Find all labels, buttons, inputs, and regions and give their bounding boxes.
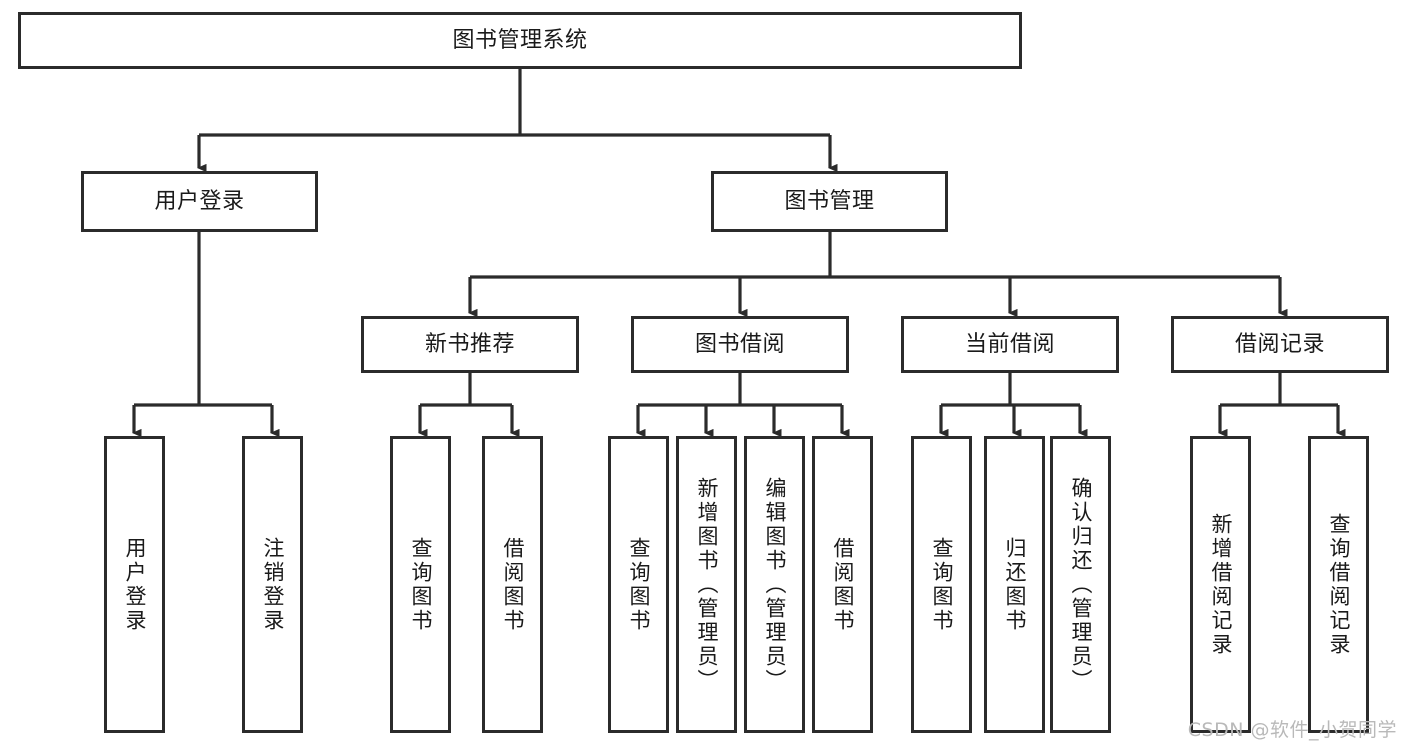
node-leaf-query-book-3[interactable]: 查询图书 (911, 436, 972, 733)
node-leaf-query-book-1-label: 查询图书 (409, 536, 433, 633)
node-leaf-query-book-2[interactable]: 查询图书 (608, 436, 669, 733)
node-current-borrow-label: 当前借阅 (964, 331, 1055, 357)
node-leaf-edit-book-label: 编辑图书（管理员） (763, 476, 787, 693)
node-leaf-confirm-return[interactable]: 确认归还（管理员） (1050, 436, 1111, 733)
node-leaf-user-logout[interactable]: 注销登录 (242, 436, 303, 733)
node-leaf-add-book-label: 新增图书（管理员） (695, 476, 719, 693)
node-leaf-add-record-label: 新增借阅记录 (1209, 512, 1233, 657)
node-leaf-borrow-book-2[interactable]: 借阅图书 (812, 436, 873, 733)
node-leaf-edit-book[interactable]: 编辑图书（管理员） (744, 436, 805, 733)
node-book-manage-label: 图书管理 (784, 188, 875, 214)
watermark-text: CSDN @软件_小贺同学 (1187, 719, 1397, 741)
node-user-login[interactable]: 用户登录 (81, 171, 318, 232)
node-leaf-query-book-3-label: 查询图书 (930, 536, 954, 633)
node-leaf-user-logout-label: 注销登录 (261, 536, 285, 633)
node-leaf-query-book-1[interactable]: 查询图书 (390, 436, 451, 733)
node-leaf-borrow-book-2-label: 借阅图书 (831, 536, 855, 633)
node-user-login-label: 用户登录 (154, 188, 245, 214)
node-root[interactable]: 图书管理系统 (18, 12, 1022, 69)
node-leaf-borrow-book-1[interactable]: 借阅图书 (482, 436, 543, 733)
node-leaf-query-record[interactable]: 查询借阅记录 (1308, 436, 1369, 733)
node-book-borrow[interactable]: 图书借阅 (631, 316, 849, 373)
node-leaf-add-record[interactable]: 新增借阅记录 (1190, 436, 1251, 733)
node-book-manage[interactable]: 图书管理 (711, 171, 948, 232)
node-new-book-rec-label: 新书推荐 (424, 331, 515, 357)
node-leaf-query-book-2-label: 查询图书 (627, 536, 651, 633)
node-new-book-rec[interactable]: 新书推荐 (361, 316, 579, 373)
node-leaf-return-book-label: 归还图书 (1003, 536, 1027, 633)
node-leaf-query-record-label: 查询借阅记录 (1327, 512, 1351, 657)
node-leaf-return-book[interactable]: 归还图书 (984, 436, 1045, 733)
node-borrow-record-label: 借阅记录 (1234, 331, 1325, 357)
node-book-borrow-label: 图书借阅 (694, 331, 785, 357)
node-borrow-record[interactable]: 借阅记录 (1171, 316, 1389, 373)
node-leaf-user-login-label: 用户登录 (123, 536, 147, 633)
node-leaf-add-book[interactable]: 新增图书（管理员） (676, 436, 737, 733)
node-root-label: 图书管理系统 (452, 27, 588, 53)
node-leaf-confirm-return-label: 确认归还（管理员） (1069, 476, 1093, 693)
node-leaf-user-login[interactable]: 用户登录 (104, 436, 165, 733)
node-leaf-borrow-book-1-label: 借阅图书 (501, 536, 525, 633)
node-current-borrow[interactable]: 当前借阅 (901, 316, 1119, 373)
